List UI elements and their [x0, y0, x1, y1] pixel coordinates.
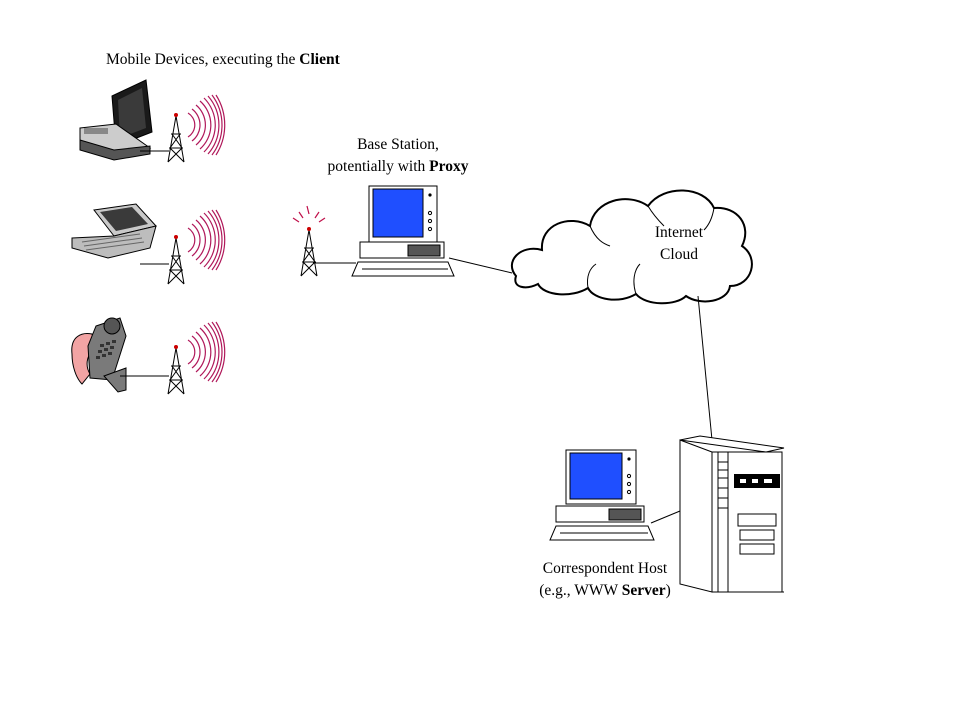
internet-cloud-line1: Internet	[654, 224, 704, 241]
antenna-tower-icon	[167, 234, 185, 285]
base-station-line2: potentially with Proxy	[298, 156, 498, 178]
laptop-icon	[79, 79, 153, 161]
correspondent-host-line2-post: )	[665, 582, 671, 599]
cellphone-icon	[71, 317, 127, 393]
base-to-cloud-link	[448, 257, 513, 274]
radio-waves-icon	[187, 94, 226, 156]
tower-server-icon	[679, 435, 785, 593]
correspondent-host-label: Correspondent Host (e.g., WWW Server)	[515, 558, 695, 602]
radio-waves-icon	[187, 209, 226, 271]
antenna-tower-icon	[167, 344, 185, 395]
correspondent-host-line1: Correspondent Host	[542, 560, 668, 577]
mobile-devices-label: Mobile Devices, executing the Client	[106, 49, 340, 71]
radio-waves-icon	[187, 321, 226, 383]
base-antenna-icon	[292, 205, 326, 277]
internet-cloud-line2: Cloud	[660, 246, 698, 263]
internet-cloud-label: Internet Cloud	[640, 222, 718, 266]
correspondent-host-line2-pre: (e.g., WWW	[539, 582, 622, 599]
proxy-bold-text: Proxy	[429, 158, 469, 175]
client-bold-text: Client	[299, 51, 340, 68]
server-bold-text: Server	[621, 582, 666, 599]
desktop-computer-icon	[351, 185, 455, 277]
base-station-label: Base Station, potentially with Proxy	[298, 134, 498, 178]
notebook-icon	[71, 203, 157, 259]
cloud-icon	[510, 189, 753, 305]
desktop-computer-icon	[549, 449, 655, 541]
cloud-to-server-link	[697, 295, 713, 441]
mobile-devices-text: Mobile Devices, executing the	[106, 51, 300, 68]
host-to-server-link	[650, 510, 681, 524]
base-station-line2-text: potentially with	[327, 158, 430, 175]
correspondent-host-line2: (e.g., WWW Server)	[515, 580, 695, 602]
antenna-tower-icon	[167, 112, 185, 163]
base-station-line1: Base Station,	[357, 136, 439, 153]
